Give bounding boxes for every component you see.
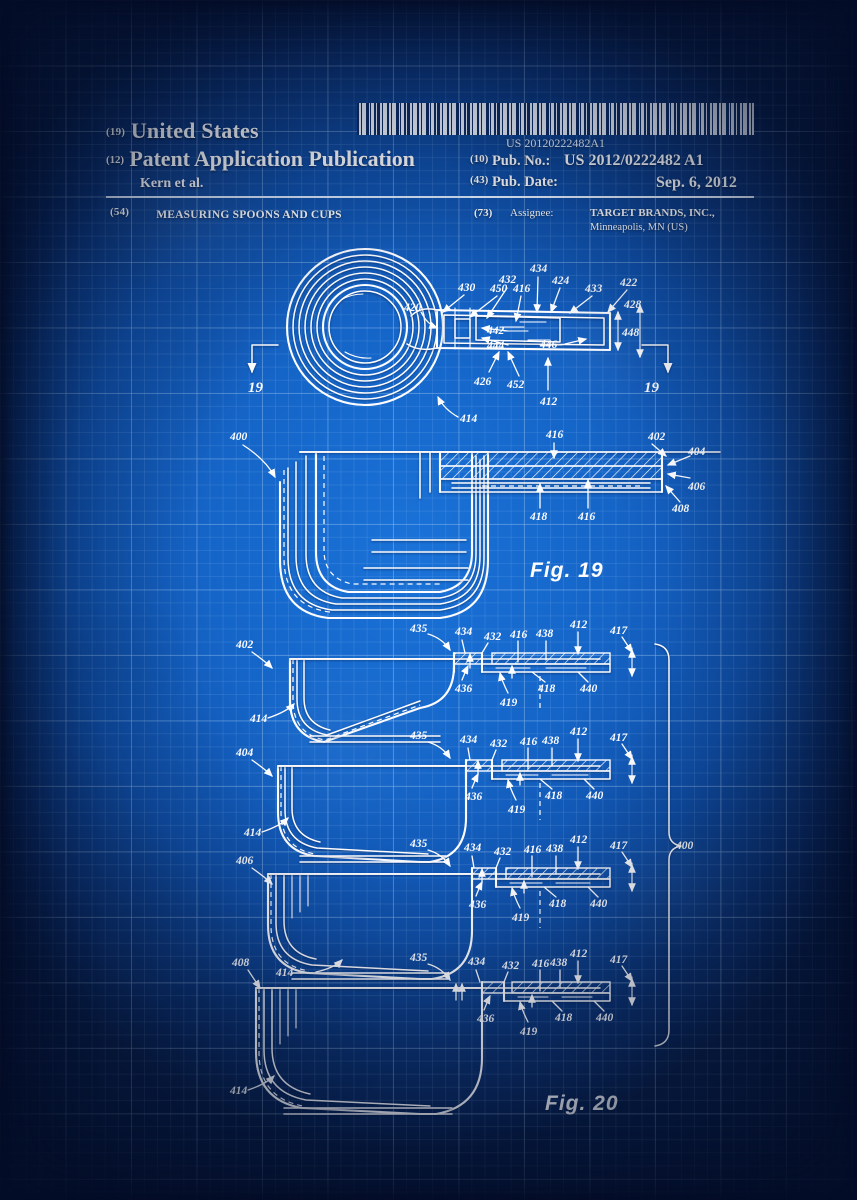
svg-text:438: 438 xyxy=(549,957,568,969)
svg-text:432: 432 xyxy=(501,960,520,972)
svg-text:417: 417 xyxy=(609,840,629,852)
section-marker-left: 19 xyxy=(248,344,279,396)
svg-text:400: 400 xyxy=(675,840,694,852)
svg-text:435: 435 xyxy=(409,838,428,850)
svg-text:419: 419 xyxy=(507,804,526,816)
svg-text:412: 412 xyxy=(569,726,588,738)
svg-text:435: 435 xyxy=(409,730,428,742)
svg-text:419: 419 xyxy=(519,1026,538,1038)
svg-text:440: 440 xyxy=(589,898,608,910)
svg-text:414: 414 xyxy=(229,1085,248,1097)
svg-text:417: 417 xyxy=(609,732,629,744)
svg-text:412: 412 xyxy=(569,948,588,960)
svg-text:434: 434 xyxy=(459,734,478,746)
svg-text:422: 422 xyxy=(619,277,638,289)
svg-text:414: 414 xyxy=(459,413,478,425)
svg-text:436: 436 xyxy=(454,683,473,695)
svg-text:434: 434 xyxy=(454,626,473,638)
svg-text:412: 412 xyxy=(539,396,558,408)
svg-text:444: 444 xyxy=(486,340,505,352)
svg-text:435: 435 xyxy=(409,623,428,635)
svg-text:436: 436 xyxy=(468,899,487,911)
figure-19: 400 416 418 416 402 404 406 408 Fig. 19 xyxy=(229,429,721,620)
bowl-rings xyxy=(285,247,445,407)
svg-text:436: 436 xyxy=(476,1013,495,1025)
svg-text:418: 418 xyxy=(554,1012,573,1024)
svg-text:432: 432 xyxy=(493,846,512,858)
svg-text:402: 402 xyxy=(647,431,666,443)
svg-text:416: 416 xyxy=(509,629,528,641)
svg-text:434: 434 xyxy=(463,842,482,854)
svg-text:436: 436 xyxy=(464,791,483,803)
svg-text:442: 442 xyxy=(486,325,505,337)
svg-text:400: 400 xyxy=(229,431,248,443)
handle-laminate xyxy=(419,450,664,499)
svg-text:402: 402 xyxy=(235,639,254,651)
cup-1: 402 414 435 434 432 416 438 412 417 xyxy=(235,619,636,744)
svg-text:414: 414 xyxy=(249,713,268,725)
svg-text:420: 420 xyxy=(403,302,422,314)
svg-text:434: 434 xyxy=(467,956,486,968)
brace-400: 400 xyxy=(654,643,694,1047)
svg-text:435: 435 xyxy=(409,952,428,964)
svg-text:418: 418 xyxy=(548,898,567,910)
svg-text:438: 438 xyxy=(545,843,564,855)
svg-text:424: 424 xyxy=(551,275,570,287)
svg-text:417: 417 xyxy=(609,954,629,966)
svg-text:19: 19 xyxy=(248,380,264,396)
svg-text:452: 452 xyxy=(506,379,525,391)
svg-text:412: 412 xyxy=(569,834,588,846)
svg-text:416: 416 xyxy=(512,283,531,295)
svg-text:418: 418 xyxy=(537,683,556,695)
svg-text:426: 426 xyxy=(473,376,492,388)
svg-text:416: 416 xyxy=(531,958,550,970)
svg-text:408: 408 xyxy=(231,957,250,969)
svg-text:440: 440 xyxy=(595,1012,614,1024)
svg-text:418: 418 xyxy=(529,511,548,523)
svg-text:418: 418 xyxy=(544,790,563,802)
svg-text:419: 419 xyxy=(511,912,530,924)
svg-text:428: 428 xyxy=(623,299,642,311)
svg-text:430: 430 xyxy=(457,282,476,294)
svg-text:432: 432 xyxy=(489,738,508,750)
handle-top-view xyxy=(406,308,612,352)
fig-20-caption: Fig. 20 xyxy=(545,1092,619,1115)
svg-text:414: 414 xyxy=(275,967,294,979)
svg-text:432: 432 xyxy=(483,631,502,643)
svg-text:406: 406 xyxy=(687,481,706,493)
svg-text:416: 416 xyxy=(523,844,542,856)
svg-text:412: 412 xyxy=(569,619,588,631)
figure-20: 400 402 414 xyxy=(229,619,694,1116)
svg-text:404: 404 xyxy=(235,747,254,759)
svg-text:416: 416 xyxy=(577,511,596,523)
svg-text:448: 448 xyxy=(621,327,640,339)
svg-text:416: 416 xyxy=(545,429,564,441)
svg-text:19: 19 xyxy=(644,380,660,396)
svg-text:417: 417 xyxy=(609,625,629,637)
svg-text:440: 440 xyxy=(579,683,598,695)
svg-text:Fig. 19: Fig. 19 xyxy=(530,559,604,582)
svg-text:433: 433 xyxy=(584,283,603,295)
svg-text:446: 446 xyxy=(539,339,558,351)
svg-text:406: 406 xyxy=(235,855,254,867)
svg-text:419: 419 xyxy=(499,697,518,709)
svg-text:416: 416 xyxy=(519,736,538,748)
svg-text:408: 408 xyxy=(671,503,690,515)
svg-text:440: 440 xyxy=(585,790,604,802)
section-marker-right: 19 xyxy=(641,344,668,396)
figure-top-view: 19 19 414 420 430 450 432 416 xyxy=(248,247,668,425)
svg-text:438: 438 xyxy=(535,628,554,640)
svg-text:404: 404 xyxy=(687,446,706,458)
svg-text:434: 434 xyxy=(529,263,548,275)
svg-text:438: 438 xyxy=(541,735,560,747)
svg-text:414: 414 xyxy=(243,827,262,839)
